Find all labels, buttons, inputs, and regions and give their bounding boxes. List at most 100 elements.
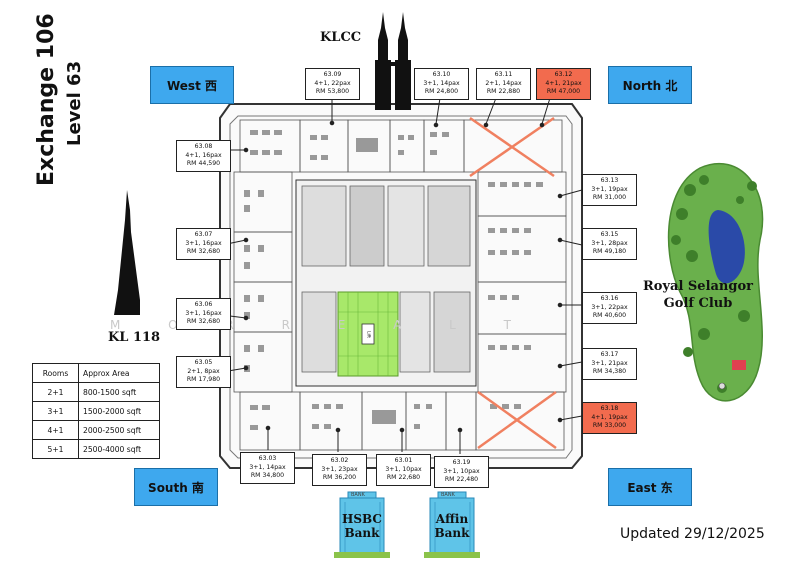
office-rooms-north [239,119,563,173]
unit-config: 3+1, 10pax [385,465,422,473]
unit-price: RM 36,200 [322,474,357,481]
unit-config: 3+1, 28pax [591,239,628,247]
unit-id: 63.11 [494,71,513,78]
hsbc-building-icon [334,491,390,558]
unit-price: RM 34,380 [592,368,627,375]
unit-63-09[interactable]: 63.09 4+1, 22pax RM 53,800 [305,68,360,100]
table-header-row: Rooms Approx Area [32,363,160,383]
unit-63-13[interactable]: 63.13 3+1, 19pax RM 31,000 [582,174,637,206]
direction-north: North 北 [608,66,692,104]
callout-lines [221,97,583,454]
affin-sign: BANK [441,492,455,498]
unit-config: 3+1, 19pax [591,185,628,193]
area-cell: 2500-4000 sqft [78,439,160,459]
golf-course-icon [667,162,764,402]
lift-marker [361,323,375,345]
unit-price: RM 44,590 [186,160,221,167]
affin-label: Affin Bank [430,512,474,540]
unit-price: RM 47,000 [546,88,581,95]
table-row: 3+1 1500-2000 sqft [32,401,160,421]
unit-63-05[interactable]: 63.05 2+1, 8pax RM 17,980 [176,356,231,388]
rooms-cell: 3+1 [32,401,79,421]
unit-config: 3+1, 22pax [591,303,628,311]
rooms-cell: 5+1 [32,439,79,459]
area-cell: 800-1500 sqft [78,382,160,402]
unit-price: RM 40,600 [592,312,627,319]
unit-config: 3+1, 16pax [185,309,222,317]
unavailable-cross-63-18 [477,390,557,450]
affin-building-icon [424,491,480,558]
area-cell: 1500-2000 sqft [78,401,160,421]
unit-id: 63.09 [323,71,342,78]
unit-config: 4+1, 19pax [591,413,628,421]
unit-config: 3+1, 23pax [321,465,358,473]
unit-63-12[interactable]: 63.12 4+1, 21pax RM 47,000 [536,68,591,100]
unit-63-08[interactable]: 63.08 4+1, 16pax RM 44,590 [176,140,231,172]
unit-63-10[interactable]: 63.10 3+1, 14pax RM 24,800 [414,68,469,100]
klcc-label: KLCC [320,30,362,45]
direction-south: South 南 [134,468,218,506]
unit-config: 3+1, 16pax [185,239,222,247]
kl118-label: KL 118 [108,330,161,345]
unit-config: 3+1, 14pax [249,463,286,471]
desk-pattern [244,130,543,430]
unit-id: 63.12 [554,71,573,78]
unit-63-19[interactable]: 63.19 3+1, 10pax RM 22,480 [434,456,489,488]
unit-id: 63.03 [258,455,277,462]
hsbc-label: HSBC Bank [340,512,384,540]
golf-club-label-line1: Royal Selangor [643,279,753,294]
unit-id: 63.10 [432,71,451,78]
unit-config: 3+1, 10pax [443,467,480,475]
hsbc-label-line1: HSBC [342,512,382,526]
table-row: 2+1 800-1500 sqft [32,382,160,402]
unit-price: RM 32,680 [186,248,221,255]
unit-63-16[interactable]: 63.16 3+1, 22pax RM 40,600 [582,292,637,324]
unit-63-07[interactable]: 63.07 3+1, 16pax RM 32,680 [176,228,231,260]
unit-id: 63.07 [194,231,213,238]
unit-63-18[interactable]: 63.18 4+1, 19pax RM 33,000 [582,402,637,434]
rooms-cell: 4+1 [32,420,79,440]
unit-config: 2+1, 14pax [485,79,522,87]
unit-63-02[interactable]: 63.02 3+1, 23pax RM 36,200 [312,454,367,486]
unit-config: 4+1, 16pax [185,151,222,159]
unit-id: 63.01 [394,457,413,464]
unit-63-03[interactable]: 63.03 3+1, 14pax RM 34,800 [240,452,295,484]
unit-config: 4+1, 22pax [314,79,351,87]
unit-price: RM 24,800 [424,88,459,95]
unit-config: 3+1, 21pax [591,359,628,367]
table-row: 5+1 2500-4000 sqft [32,439,160,459]
table-row: 4+1 2000-2500 sqft [32,420,160,440]
unit-price: RM 32,680 [186,318,221,325]
kl118-tower-icon [114,190,140,315]
direction-west: West 西 [150,66,234,104]
unit-id: 63.19 [452,459,471,466]
unit-price: RM 22,880 [486,88,521,95]
golf-club-label-line2: Golf Club [663,296,733,311]
unit-id: 63.15 [600,231,619,238]
unit-63-06[interactable]: 63.06 3+1, 16pax RM 32,680 [176,298,231,330]
unit-id: 63.16 [600,295,619,302]
lift-label: Lift [365,331,371,339]
unit-price: RM 22,480 [444,476,479,483]
unit-63-11[interactable]: 63.11 2+1, 14pax RM 22,880 [476,68,531,100]
unit-config: 3+1, 14pax [423,79,460,87]
unit-63-15[interactable]: 63.15 3+1, 28pax RM 49,180 [582,228,637,260]
direction-east: East 东 [608,468,692,506]
unit-price: RM 34,800 [250,472,285,479]
rooms-cell: 2+1 [32,382,79,402]
unit-id: 63.08 [194,143,213,150]
unit-price: RM 17,980 [186,376,221,383]
affin-label-line1: Affin [435,512,469,526]
golf-club-label: Royal Selangor Golf Club [638,278,758,312]
unit-63-17[interactable]: 63.17 3+1, 21pax RM 34,380 [582,348,637,380]
area-cell: 2000-2500 sqft [78,420,160,440]
unit-63-01[interactable]: 63.01 3+1, 10pax RM 22,680 [376,454,431,486]
unit-id: 63.13 [600,177,619,184]
unit-price: RM 31,000 [592,194,627,201]
unit-price: RM 49,180 [592,248,627,255]
unit-price: RM 33,000 [592,422,627,429]
unit-price: RM 53,800 [315,88,350,95]
affin-label-line2: Bank [434,526,470,540]
unit-id: 63.05 [194,359,213,366]
